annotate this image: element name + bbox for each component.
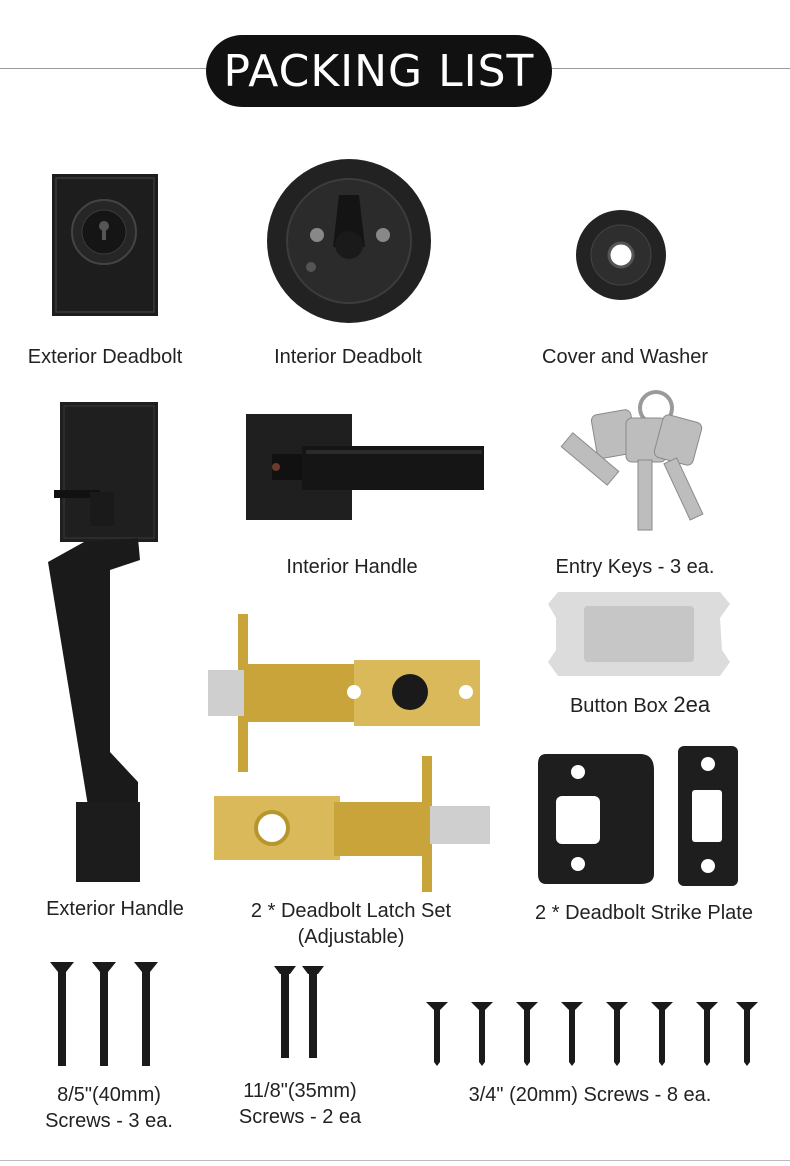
entry-keys-label: Entry Keys - 3 ea.	[555, 556, 715, 578]
deadbolt-latch-image-top	[208, 614, 480, 772]
latch-set-line2: (Adjustable)	[297, 926, 405, 948]
screws-40mm-label: 8/5"(40mm) Screws - 3 ea.	[24, 1082, 194, 1134]
interior-handle-image	[246, 414, 484, 520]
cover-washer-image	[576, 210, 666, 300]
button-box-image	[548, 592, 730, 676]
screws-35mm-image	[274, 966, 324, 1058]
cover-washer-label: Cover and Washer	[542, 346, 708, 368]
bottom-divider	[0, 1160, 790, 1161]
header-rule-right	[552, 68, 790, 69]
interior-deadbolt-label: Interior Deadbolt	[274, 346, 422, 368]
latch-set-label: 2 * Deadbolt Latch Set (Adjustable)	[224, 898, 478, 950]
header-rule-left	[0, 68, 206, 69]
exterior-handle-image	[48, 402, 158, 882]
screws-35mm-line1: 11/8"(35mm)	[243, 1080, 357, 1102]
exterior-deadbolt-label: Exterior Deadbolt	[27, 346, 183, 368]
screws-35mm-label: 11/8"(35mm) Screws - 2 ea	[212, 1078, 388, 1130]
entry-keys-image	[560, 390, 704, 531]
latch-set-line1: 2 * Deadbolt Latch Set	[250, 900, 452, 922]
button-box-qty: 2ea	[673, 692, 711, 717]
deadbolt-latch-image-bottom	[214, 756, 490, 892]
screws-40mm-line1: 8/5"(40mm)	[57, 1084, 161, 1106]
strike-plate-label: 2 * Deadbolt Strike Plate	[535, 902, 753, 924]
screws-20mm-label: 3/4" (20mm) Screws - 8 ea.	[468, 1084, 712, 1106]
page-title: PACKING LIST	[206, 35, 552, 107]
exterior-deadbolt-image	[52, 174, 158, 316]
screws-40mm-line2: Screws - 3 ea.	[45, 1110, 173, 1132]
interior-handle-label: Interior Handle	[286, 556, 418, 578]
button-box-label: Button Box 2ea	[540, 692, 740, 719]
screws-35mm-line2: Screws - 2 ea	[238, 1106, 362, 1128]
button-box-name: Button Box	[569, 695, 668, 717]
exterior-handle-label: Exterior Handle	[46, 898, 184, 920]
strike-plate-image	[538, 746, 738, 886]
screws-20mm-image	[426, 1002, 758, 1066]
screws-40mm-image	[50, 962, 158, 1066]
interior-deadbolt-image	[267, 159, 431, 323]
